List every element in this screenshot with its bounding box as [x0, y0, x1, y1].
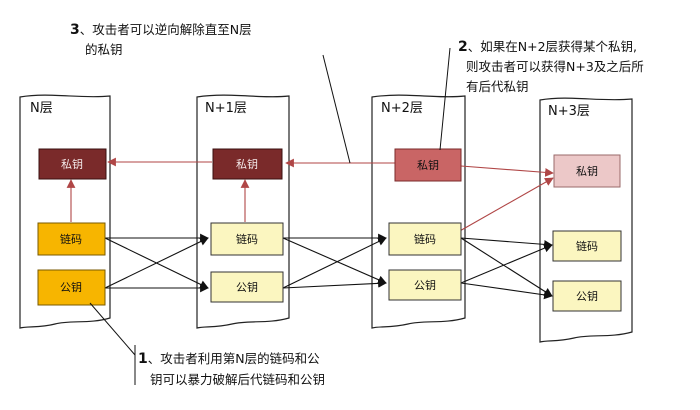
public-key-label-n: 公钥 [60, 280, 82, 294]
public-key-box-n1 [210, 271, 284, 303]
public-key-label-n3: 公钥 [576, 289, 598, 303]
chain-code-label-n3: 链码 [576, 239, 598, 253]
layer-title-n2: N+2层 [381, 101, 423, 116]
layer-title-n: N层 [30, 101, 53, 116]
public-key-box-n3 [552, 280, 622, 312]
private-key-box-n2 [394, 148, 462, 182]
note-3-line-2: 的私钥 [85, 42, 123, 57]
note-3-line-1: 3、攻击者可以逆向解除直至N层 [70, 22, 252, 38]
private-key-box-n [38, 148, 107, 180]
public-key-box-n [37, 269, 106, 306]
chain-code-label-n: 链码 [60, 232, 82, 246]
chain-code-label-n1: 链码 [236, 232, 258, 246]
callout-lines [89, 47, 451, 385]
note-2-line-2: 则攻击者可以获得N+3及之后所 [466, 59, 644, 74]
note-1-line-1: 1、攻击者利用第N层的链码和公 [138, 351, 320, 367]
private-key-arrows [66, 157, 554, 233]
public-key-label-n2: 公钥 [414, 278, 436, 292]
chain-code-box-n3 [552, 230, 622, 262]
chain-code-box-n1 [210, 222, 284, 256]
private-key-label-n3: 私钥 [576, 164, 598, 178]
private-key-label-n: 私钥 [61, 157, 83, 171]
private-key-label-n1: 私钥 [236, 157, 258, 171]
note-2-line-1: 2、如果在N+2层获得某个私钥, [458, 39, 637, 55]
private-key-box-n1 [212, 148, 283, 180]
private-key-label-n2: 私钥 [417, 158, 439, 172]
private-key-box-n3 [553, 154, 621, 188]
public-key-box-n2 [388, 269, 462, 301]
note-2-line-3: 有后代私钥 [466, 79, 529, 94]
note-1-line-2: 钥可以暴力破解后代链码和公钥 [150, 372, 325, 387]
chain-code-box-n2 [388, 222, 462, 256]
derivation-arrows [104, 233, 553, 300]
chain-code-label-n2: 链码 [414, 232, 436, 246]
layer-title-n3: N+3层 [548, 104, 590, 119]
public-key-label-n1: 公钥 [236, 280, 258, 294]
chain-code-box-n [37, 222, 106, 256]
layer-title-n1: N+1层 [205, 101, 247, 116]
